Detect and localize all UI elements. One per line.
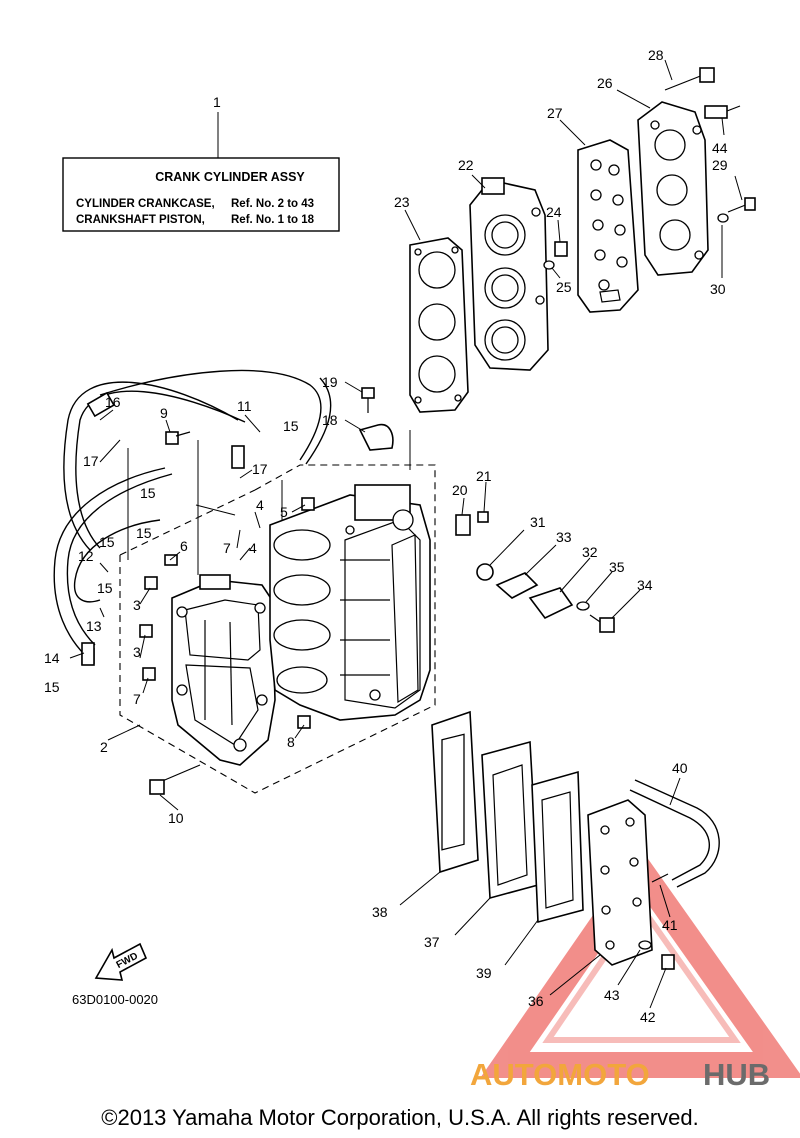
title-box-line2-left: CYLINDER CRANKCASE, bbox=[76, 198, 215, 210]
title-box: CRANK CYLINDER ASSY CYLINDER CRANKCASE, … bbox=[62, 112, 340, 232]
callout-15: 15 bbox=[140, 485, 156, 501]
callout-37: 37 bbox=[424, 934, 440, 950]
callout-8: 8 bbox=[287, 734, 295, 750]
callout-6: 6 bbox=[180, 538, 188, 554]
callout-16: 16 bbox=[105, 394, 121, 410]
callout-3: 3 bbox=[133, 644, 141, 660]
assembly-outline bbox=[119, 464, 436, 794]
callout-14: 14 bbox=[44, 650, 60, 666]
callout-39: 39 bbox=[476, 965, 492, 981]
callout-34: 34 bbox=[637, 577, 653, 593]
watermark-text: AUTOMOTO HUB bbox=[470, 1057, 770, 1092]
title-box-line3-right: Ref. No. 1 to 18 bbox=[231, 214, 315, 226]
cylinder-head bbox=[469, 177, 549, 371]
callout-42: 42 bbox=[640, 1009, 656, 1025]
head-cover bbox=[637, 101, 709, 276]
hose-40 bbox=[629, 779, 720, 888]
crankcase-half bbox=[171, 574, 276, 766]
callout-43: 43 bbox=[604, 987, 620, 1003]
callout-2: 2 bbox=[100, 739, 108, 755]
reed-plate-37 bbox=[481, 740, 539, 900]
callout-9: 9 bbox=[160, 405, 168, 421]
callout-19: 19 bbox=[322, 374, 338, 390]
callout-4: 4 bbox=[249, 540, 257, 556]
callout-10: 10 bbox=[168, 810, 184, 826]
watermark-part2: HUB bbox=[703, 1057, 770, 1092]
callout-7: 7 bbox=[223, 540, 231, 556]
callout-23: 23 bbox=[394, 194, 410, 210]
copyright-notice: ©2013 Yamaha Motor Corporation, U.S.A. A… bbox=[101, 1105, 698, 1130]
callout-41: 41 bbox=[662, 917, 678, 933]
reed-gasket-39 bbox=[531, 770, 584, 924]
watermark-part1: AUTOMOTO bbox=[470, 1057, 650, 1092]
callout-21: 21 bbox=[476, 468, 492, 484]
callout-15: 15 bbox=[44, 679, 60, 695]
callout-30: 30 bbox=[710, 281, 726, 297]
fwd-arrow: FWD bbox=[94, 942, 148, 981]
callout-18: 18 bbox=[322, 412, 338, 428]
callout-1: 1 bbox=[213, 94, 221, 110]
callout-40: 40 bbox=[672, 760, 688, 776]
callout-15: 15 bbox=[97, 580, 113, 596]
callout-38: 38 bbox=[372, 904, 388, 920]
title-box-line3-left: CRANKSHAFT PISTON, bbox=[76, 214, 205, 226]
callout-13: 13 bbox=[86, 618, 102, 634]
callout-11: 11 bbox=[237, 398, 252, 414]
leader-lines bbox=[69, 59, 743, 1009]
reed-gasket-38 bbox=[431, 710, 479, 874]
callout-15: 15 bbox=[283, 418, 299, 434]
callout-4: 4 bbox=[256, 497, 264, 513]
callout-25: 25 bbox=[556, 279, 572, 295]
callout-17: 17 bbox=[83, 453, 99, 469]
callout-22: 22 bbox=[458, 157, 474, 173]
small-parts bbox=[139, 67, 756, 970]
callout-17: 17 bbox=[252, 461, 268, 477]
cover-gasket bbox=[577, 139, 639, 313]
diagram-code: 63D0100-0020 bbox=[72, 992, 158, 1007]
callout-labels: 1 2 3 3 4 4 5 6 7 7 8 9 10 11 12 13 14 1… bbox=[44, 47, 728, 1025]
callout-28: 28 bbox=[648, 47, 664, 63]
callout-3: 3 bbox=[133, 597, 141, 613]
callout-5: 5 bbox=[280, 504, 288, 520]
callout-27: 27 bbox=[547, 105, 563, 121]
cover-36 bbox=[587, 799, 653, 966]
callout-26: 26 bbox=[597, 75, 613, 91]
callout-12: 12 bbox=[78, 548, 94, 564]
callout-20: 20 bbox=[452, 482, 468, 498]
title-box-line2-right: Ref. No. 2 to 43 bbox=[231, 198, 314, 210]
callout-15: 15 bbox=[99, 534, 115, 550]
callout-31: 31 bbox=[530, 514, 546, 530]
hoses bbox=[53, 369, 332, 666]
callout-15: 15 bbox=[136, 525, 152, 541]
callout-44: 44 bbox=[712, 140, 728, 156]
title-box-heading: CRANK CYLINDER ASSY bbox=[155, 170, 305, 184]
cylinder-block bbox=[269, 484, 431, 721]
watermark-logo bbox=[480, 847, 800, 1078]
callout-32: 32 bbox=[582, 544, 598, 560]
callout-33: 33 bbox=[556, 529, 572, 545]
callout-36: 36 bbox=[528, 993, 544, 1009]
head-gasket bbox=[409, 237, 469, 413]
callout-24: 24 bbox=[546, 204, 562, 220]
callout-29: 29 bbox=[712, 157, 728, 173]
callout-35: 35 bbox=[609, 559, 625, 575]
callout-7: 7 bbox=[133, 691, 141, 707]
